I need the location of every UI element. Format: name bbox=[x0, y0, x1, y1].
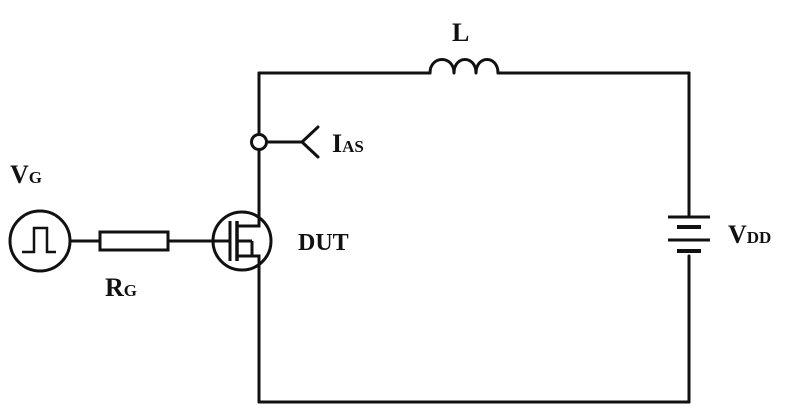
inductor-label: L bbox=[452, 18, 469, 47]
current-label-main: I bbox=[332, 129, 342, 158]
probe-arrow bbox=[265, 125, 320, 159]
current-label-sub: AS bbox=[342, 137, 364, 156]
gate-source-label: VG bbox=[10, 160, 42, 189]
current-label: IAS bbox=[332, 129, 364, 158]
resistor-symbol bbox=[98, 230, 170, 252]
device-label: DUT bbox=[298, 230, 349, 256]
gate-resistor-label-sub: G bbox=[124, 281, 137, 300]
gate-source-label-main: V bbox=[10, 160, 29, 189]
gate-resistor-label: RG bbox=[105, 273, 137, 302]
supply-label-main: V bbox=[728, 220, 747, 249]
supply-label-sub: DD bbox=[747, 228, 772, 247]
mosfet-symbol bbox=[211, 210, 273, 272]
gate-resistor-label-main: R bbox=[105, 273, 124, 302]
measurement-node bbox=[250, 133, 268, 151]
inductor-symbol bbox=[428, 58, 500, 75]
gate-source-label-sub: G bbox=[29, 168, 42, 187]
pulse-source-symbol bbox=[8, 209, 72, 273]
supply-label: VDD bbox=[728, 220, 771, 249]
battery-symbol bbox=[668, 215, 710, 253]
